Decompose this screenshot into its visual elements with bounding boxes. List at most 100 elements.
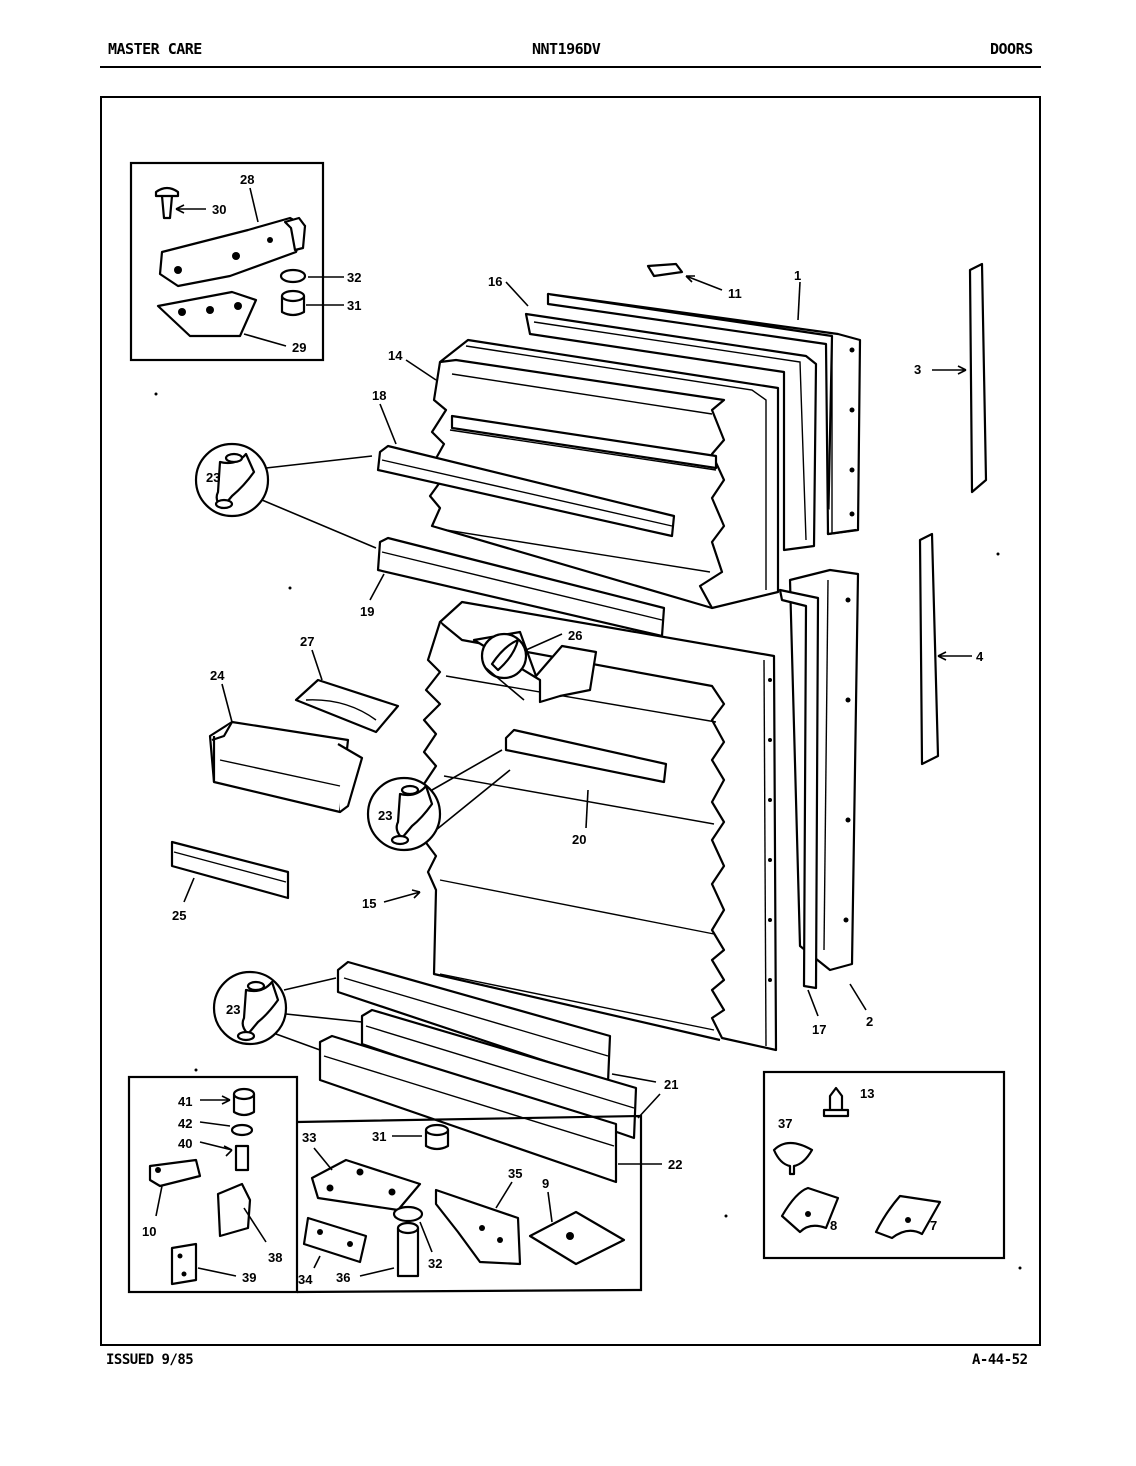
fresh-food-gasket (778, 588, 820, 990)
leader-40 (199, 1141, 233, 1157)
footer-issued: ISSUED 9/85 (106, 1352, 194, 1368)
callout-24: 24 (210, 668, 225, 683)
detail-23-lower (212, 970, 363, 1051)
callout-37: 37 (778, 1116, 792, 1131)
part-3-trim-strip (968, 262, 988, 494)
callout-34: 34 (298, 1272, 313, 1287)
header-model: NNT196DV (532, 40, 601, 58)
fresh-food-door-liner (422, 600, 778, 1052)
callout-26: 26 (568, 628, 582, 643)
callout-1: 1 (794, 268, 801, 283)
callout-14: 14 (388, 348, 403, 363)
part-22-bottom-rail (318, 1034, 618, 1184)
callout-18: 18 (372, 388, 386, 403)
callout-2: 2 (866, 1014, 873, 1029)
leader-30 (175, 204, 206, 214)
callout-23-lower: 23 (226, 1002, 240, 1017)
leader-17 (807, 989, 819, 1017)
leader-18 (379, 403, 397, 445)
footer-code: A-44-52 (972, 1352, 1028, 1368)
leader-4 (937, 651, 972, 661)
leader-3 (932, 365, 967, 375)
leader-15 (383, 889, 421, 903)
leader-42 (199, 1121, 231, 1127)
callout-32: 32 (347, 270, 361, 285)
leader-11 (685, 275, 723, 291)
leader-14 (405, 359, 437, 381)
callout-10: 10 (142, 1224, 156, 1239)
leader-20 (585, 789, 589, 829)
callout-41: 41 (178, 1094, 192, 1109)
detail-23-upper (194, 442, 377, 549)
callout-20: 20 (572, 832, 586, 847)
callout-42: 42 (178, 1116, 192, 1131)
leader-2 (849, 983, 867, 1011)
callout-13: 13 (860, 1086, 874, 1101)
leader-27 (311, 649, 323, 681)
covers-inset (762, 1070, 1006, 1260)
fresh-food-door-outer (788, 568, 860, 972)
callout-21: 21 (664, 1077, 678, 1092)
header-section: DOORS (990, 40, 1033, 58)
callout-16: 16 (488, 274, 502, 289)
callout-23-upper: 23 (206, 470, 220, 485)
leader-19 (369, 573, 385, 601)
callout-22: 22 (668, 1157, 682, 1172)
top-hinge-inset (129, 161, 325, 362)
leader-39 (197, 1267, 237, 1277)
callout-25: 25 (172, 908, 186, 923)
bottom-hinge-inset (127, 1075, 299, 1294)
callout-19: 19 (360, 604, 374, 619)
callout-7: 7 (930, 1218, 937, 1233)
callout-3: 3 (914, 362, 921, 377)
leader-28 (249, 187, 259, 223)
leader-10 (155, 1185, 163, 1217)
leader-35 (495, 1181, 513, 1209)
part-24-dairy-compartment (208, 720, 364, 814)
header-rule (100, 66, 1041, 68)
callout-29: 29 (292, 340, 306, 355)
callout-15: 15 (362, 896, 376, 911)
part-21-shelf-rail-lower (360, 1008, 638, 1140)
callout-38: 38 (268, 1250, 282, 1265)
callout-33: 33 (302, 1130, 316, 1145)
leader-25 (183, 877, 195, 903)
callout-39: 39 (242, 1270, 256, 1285)
callout-31: 31 (347, 298, 361, 313)
part-11-clip (646, 262, 684, 278)
part-27-cover (294, 678, 400, 734)
part-21-shelf-rail-upper (336, 960, 612, 1084)
callout-11: 11 (728, 286, 742, 301)
callout-23-middle: 23 (378, 808, 392, 823)
callout-35: 35 (508, 1166, 522, 1181)
callout-32b: 32 (428, 1256, 442, 1271)
leader-1 (797, 281, 801, 321)
leader-32b (419, 1221, 433, 1253)
part-4-trim-strip (918, 532, 940, 766)
detail-26 (480, 632, 563, 701)
leader-33 (313, 1147, 333, 1171)
leader-34 (313, 1255, 321, 1269)
leader-16 (505, 281, 529, 307)
callout-30: 30 (212, 202, 226, 217)
callout-27: 27 (300, 634, 314, 649)
callout-17: 17 (812, 1022, 826, 1037)
callout-8: 8 (830, 1218, 837, 1233)
leader-41 (200, 1095, 231, 1105)
callout-36: 36 (336, 1270, 350, 1285)
leader-24 (221, 683, 233, 723)
freezer-door-liner (428, 338, 780, 610)
leader-38 (243, 1207, 267, 1243)
freezer-gasket (524, 312, 818, 552)
part-19-bottom-rail (376, 536, 666, 638)
leader-9 (547, 1191, 553, 1223)
hinge-hardware-inset (296, 1114, 643, 1294)
part-18-shelf-rail (376, 444, 676, 538)
part-25-trim-strip (170, 840, 290, 900)
leader-21 (611, 1073, 661, 1119)
leader-29 (243, 333, 287, 347)
leader-36 (359, 1267, 395, 1277)
detail-23-middle (366, 749, 511, 852)
callout-40: 40 (178, 1136, 192, 1151)
